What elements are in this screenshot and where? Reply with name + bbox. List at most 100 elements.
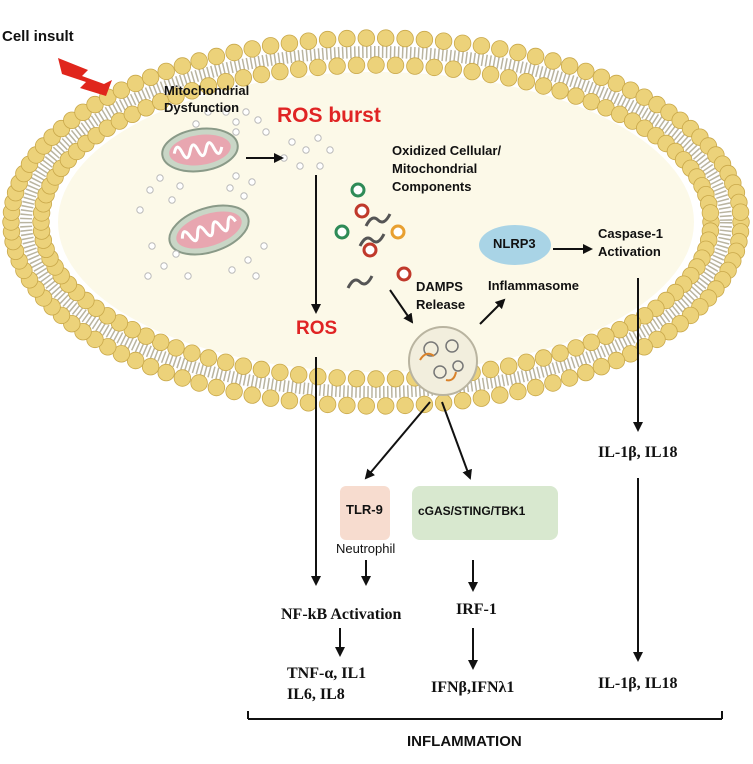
mitochondrion-icon <box>161 127 239 173</box>
lipid-head <box>280 34 299 53</box>
lipid-head <box>597 327 615 345</box>
ifn-label: IFNβ,IFNλ1 <box>431 679 515 696</box>
lipid-head <box>271 363 289 382</box>
ros-bubble <box>260 242 268 250</box>
lipid-head <box>299 32 318 50</box>
lipid-head <box>190 52 208 70</box>
ros-bubble <box>192 120 200 128</box>
lipid-head <box>592 68 611 87</box>
lipid-head <box>560 369 579 387</box>
inflammation-label: INFLAMMATION <box>407 733 522 750</box>
ros-label: ROS <box>296 318 338 339</box>
mitochondrion-icon <box>168 204 250 256</box>
dna-fragment <box>358 233 386 247</box>
lipid-head <box>234 69 253 87</box>
lipid-head <box>199 349 218 367</box>
damps-label-2: Release <box>416 297 466 312</box>
lipid-head <box>157 363 175 382</box>
lipid-head <box>472 37 491 55</box>
lipid-head <box>347 56 366 75</box>
lipid-head <box>577 62 595 81</box>
inflammation-bracket <box>247 711 723 720</box>
ros-bubble <box>204 108 212 116</box>
lipid-head <box>347 370 366 388</box>
lipid-head <box>386 56 405 75</box>
lipid-head <box>216 353 235 372</box>
cytokines-label-2: IL6, IL8 <box>287 686 345 703</box>
ros-bubble <box>242 108 250 116</box>
damp-ring <box>354 203 370 219</box>
lipid-head <box>607 74 626 93</box>
lipid-head <box>534 77 553 95</box>
cgas-label: cGAS/STING/TBK1 <box>418 504 526 518</box>
ros-bubble <box>296 162 304 170</box>
lipid-head <box>607 351 626 370</box>
ros-bubble <box>240 192 248 200</box>
lipid-head <box>190 374 208 392</box>
lipid-head <box>560 57 579 75</box>
lipid-head <box>526 47 545 66</box>
damp-ring <box>396 266 412 282</box>
lipid-head <box>112 81 131 99</box>
lipid-head <box>357 397 376 415</box>
lipid-head <box>582 92 601 111</box>
lipid-head <box>377 29 395 47</box>
nlrp3-ellipse <box>479 225 551 265</box>
cell-insult-label: Cell insult <box>2 28 74 45</box>
lipid-head <box>338 396 356 415</box>
ros-bubble <box>172 250 180 258</box>
oxidized-label-3: Components <box>392 179 472 194</box>
ros-burst-label: ROS burst <box>277 104 381 127</box>
vesicle-icon <box>408 326 478 396</box>
lipid-head <box>151 92 170 111</box>
inflammasome-label: Inflammasome <box>488 278 580 293</box>
nlrp3-label: NLRP3 <box>493 236 536 251</box>
lipid-head <box>207 47 226 66</box>
lipid-head <box>126 74 145 93</box>
ros-bubble <box>316 162 324 170</box>
lipid-head <box>377 397 395 415</box>
lipid-head <box>551 82 569 100</box>
damps-label-1: DAMPS <box>416 279 463 294</box>
ros-bubble <box>248 178 256 186</box>
lipid-head <box>290 60 308 78</box>
il1b-il18-top-label: IL-1β, IL18 <box>598 444 678 461</box>
irf1-label: IRF-1 <box>456 601 497 618</box>
lipid-head <box>137 99 155 117</box>
lipid-head <box>261 389 280 407</box>
lipid-head <box>271 62 289 81</box>
lipid-head <box>309 58 327 77</box>
lipid-head <box>141 68 160 87</box>
arrow-components-to-damps <box>389 289 414 324</box>
ros-bubble <box>146 186 154 194</box>
lipid-head <box>517 353 536 372</box>
lipid-head <box>216 72 235 91</box>
lipid-head <box>290 366 308 384</box>
lipid-head <box>396 29 414 48</box>
lipid-head <box>472 389 491 407</box>
ros-bubble <box>244 256 252 264</box>
lipid-head <box>207 378 226 397</box>
damp-ring <box>390 224 406 240</box>
lipid-head <box>167 339 185 357</box>
lipid-head <box>183 82 201 100</box>
lipid-head <box>167 87 185 105</box>
lipid-head <box>425 58 443 77</box>
lipid-head <box>318 395 337 414</box>
lipid-head <box>141 358 160 376</box>
lipid-head <box>582 333 601 352</box>
lipid-head <box>328 57 346 75</box>
cgas-box <box>412 486 558 540</box>
lipid-head <box>199 77 218 95</box>
damp-ring <box>350 182 366 198</box>
ros-bubble <box>184 272 192 280</box>
lipid-head <box>415 395 434 414</box>
lipid-head <box>367 370 385 388</box>
lipid-head <box>386 370 405 388</box>
dna-fragment <box>364 213 392 227</box>
lightning-bolt-icon <box>58 58 112 96</box>
lipid-head <box>453 34 472 53</box>
lipid-head <box>318 30 337 49</box>
